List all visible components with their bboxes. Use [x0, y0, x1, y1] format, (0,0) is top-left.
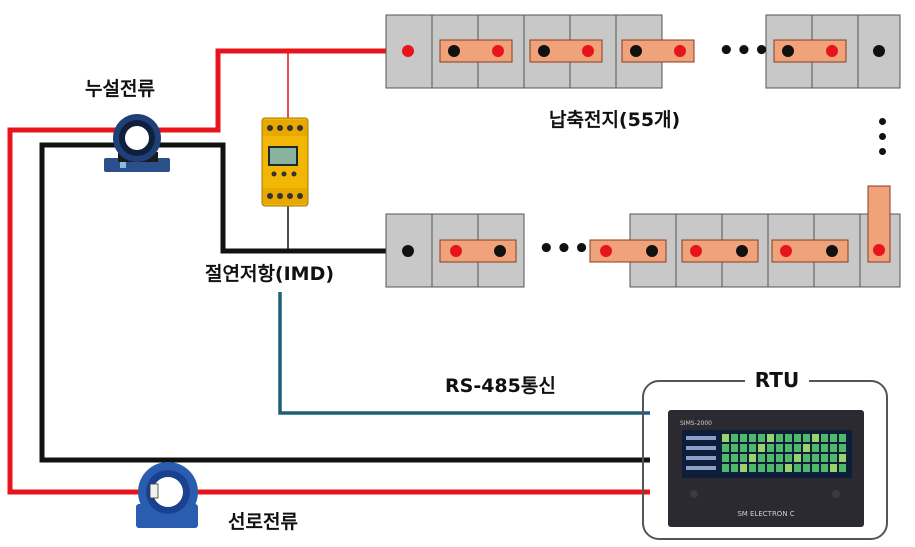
battery-cell — [385, 213, 433, 288]
rtu-screen-cell — [794, 464, 801, 472]
rtu-screen-cell — [776, 454, 783, 462]
rtu-screen-cell — [722, 464, 729, 472]
rtu-screen-cell — [839, 454, 846, 462]
rtu-screen-cell — [740, 454, 747, 462]
rtu-screen-cell — [794, 454, 801, 462]
rtu-screen-cell — [731, 464, 738, 472]
rtu-screen-cell — [812, 434, 819, 442]
rtu-screen-cell — [749, 444, 756, 452]
rtu-screen-cell — [722, 444, 729, 452]
line-current-sensor-icon — [136, 462, 198, 528]
rtu-screen-cell — [767, 444, 774, 452]
rtu-screen-cell — [722, 434, 729, 442]
rtu-model-text: SIMS-2000 — [680, 420, 712, 427]
rtu-unit: SIMS-2000 SM ELECTRON C — [642, 380, 888, 540]
rtu-screen-cell — [830, 434, 837, 442]
rtu-screen-cell — [731, 434, 738, 442]
rtu-screen-cell — [749, 464, 756, 472]
rtu-screen-cell — [785, 454, 792, 462]
rtu-screen-cell — [821, 444, 828, 452]
rtu-screen-cell — [740, 464, 747, 472]
rtu-screen-cell — [767, 464, 774, 472]
rtu-screen-cell — [839, 464, 846, 472]
rs485-label: RS-485통신 — [445, 375, 556, 397]
rtu-screen-legend-line — [686, 456, 716, 460]
rtu-brand-text: SM ELECTRON C — [737, 510, 794, 518]
rtu-screen-cell — [722, 454, 729, 462]
rtu-screen-cell — [749, 434, 756, 442]
rtu-screen-cell — [821, 434, 828, 442]
rtu-label: RTU — [745, 370, 809, 390]
battery-row-top — [385, 14, 901, 89]
rtu-screen-legend-line — [686, 446, 716, 450]
rtu-screen-cell — [812, 454, 819, 462]
negative-terminal — [873, 45, 885, 57]
busbar — [439, 39, 513, 63]
rtu-screen-cell — [758, 434, 765, 442]
busbar — [621, 39, 695, 63]
rtu-screen-cell — [785, 464, 792, 472]
rtu-screen-cell — [785, 444, 792, 452]
rtu-screen-cell — [821, 464, 828, 472]
rtu-screen-cell — [839, 444, 846, 452]
leakage-current-label: 누설전류 — [85, 78, 155, 100]
rtu-screen-cell — [758, 464, 765, 472]
rtu-screen-cell — [794, 444, 801, 452]
rtu-screen-cell — [821, 454, 828, 462]
rtu-screen-cell — [812, 464, 819, 472]
rtu-screen-cell — [758, 444, 765, 452]
rtu-screen-cell — [740, 444, 747, 452]
imd-device-icon — [261, 117, 309, 207]
rtu-screen-cell — [731, 454, 738, 462]
rtu-screen-cell — [776, 444, 783, 452]
bottom-ellipsis-icon: ••• — [538, 234, 591, 264]
busbar — [589, 239, 667, 263]
right-ellipsis-icon — [879, 118, 889, 163]
rtu-screen-cell — [803, 444, 810, 452]
busbar — [773, 39, 847, 63]
battery-label: 납축전지(55개) — [549, 109, 681, 131]
rtu-screen-cell — [776, 434, 783, 442]
rtu-screen-cell — [803, 434, 810, 442]
battery-row-bottom — [385, 185, 901, 288]
rtu-screen-cell — [830, 444, 837, 452]
top-ellipsis-icon: ••• — [718, 36, 771, 66]
busbar — [529, 39, 603, 63]
rtu-screen-cell — [731, 444, 738, 452]
rtu-screen-legend-line — [686, 466, 716, 470]
rtu-screen-cell — [839, 434, 846, 442]
rtu-screen-cell — [767, 434, 774, 442]
rtu-screen-cell — [803, 464, 810, 472]
imd-label: 절연저항(IMD) — [205, 263, 335, 285]
line-current-label: 선로전류 — [228, 511, 298, 533]
rtu-screen-cell — [830, 454, 837, 462]
rs485-wire — [278, 292, 650, 415]
rtu-screen-cell — [740, 434, 747, 442]
negative-terminal — [402, 245, 414, 257]
rtu-screen-cell — [749, 454, 756, 462]
rtu-screen-cell — [794, 434, 801, 442]
busbar — [681, 239, 759, 263]
rtu-screen-cell — [812, 444, 819, 452]
rtu-screen-cell — [758, 454, 765, 462]
positive-terminal — [402, 45, 414, 57]
busbar — [439, 239, 517, 263]
rtu-screen-cell — [830, 464, 837, 472]
rtu-screen-legend-line — [686, 436, 716, 440]
rtu-screen-grid — [686, 434, 846, 472]
rtu-screen-cell — [785, 434, 792, 442]
positive-wire — [7, 48, 650, 495]
rtu-screen-cell — [803, 454, 810, 462]
busbar — [771, 239, 849, 263]
busbar-vertical — [867, 185, 891, 263]
leakage-current-sensor-icon — [104, 114, 170, 172]
rtu-screen-cell — [776, 464, 783, 472]
rtu-screen-cell — [767, 454, 774, 462]
